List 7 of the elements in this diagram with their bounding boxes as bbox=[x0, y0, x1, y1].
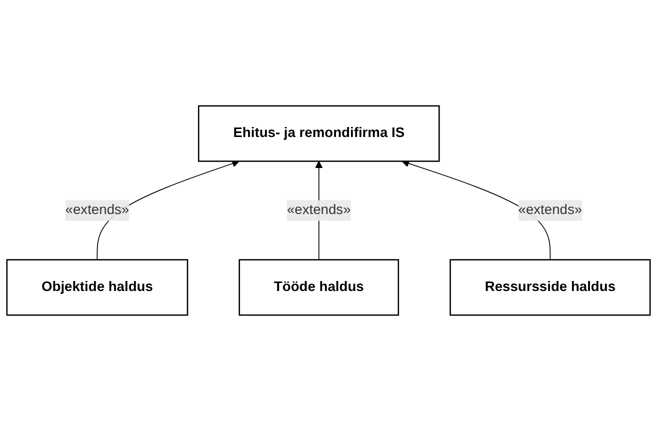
node-box: Ehitus- ja remondifirma IS bbox=[198, 105, 440, 162]
edge-label: «extends» bbox=[518, 202, 582, 218]
edge-label: «extends» bbox=[65, 202, 130, 218]
node-box: Objektide haldus bbox=[6, 259, 188, 316]
node-box: Tööde haldus bbox=[238, 259, 400, 316]
edge-label: «extends» bbox=[286, 202, 351, 218]
node-box: Ressursside haldus bbox=[450, 259, 651, 316]
